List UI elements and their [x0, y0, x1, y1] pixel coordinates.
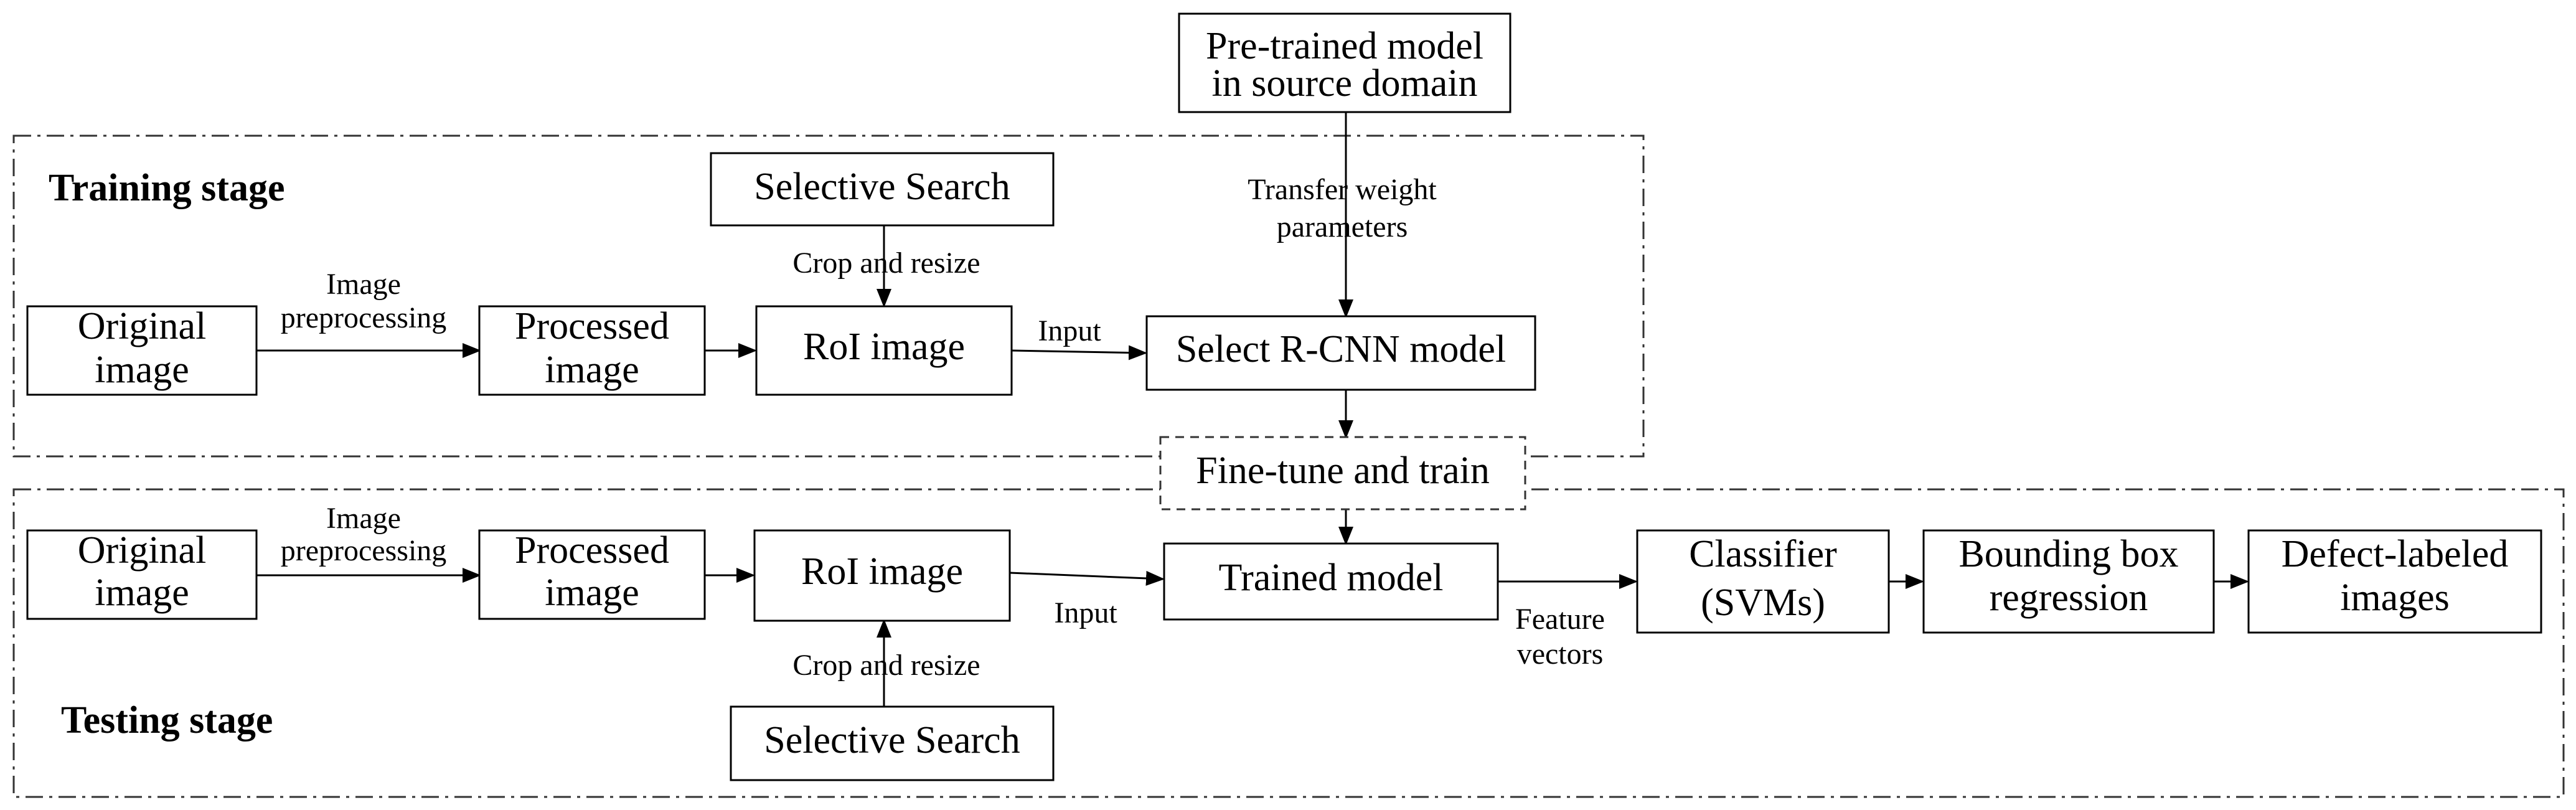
finetune-text: Fine-tune and train: [1196, 450, 1490, 492]
train-original-line2: image: [95, 349, 189, 391]
test-input-arrow: [1009, 570, 1165, 586]
train-roi-text: RoI image: [803, 326, 965, 368]
train-input-label: Input: [1038, 314, 1101, 347]
pretrained-model-node: Pre-trained model in source domain: [1178, 12, 1511, 113]
transfer-label-2: parameters: [1277, 210, 1408, 243]
bbox-regression-node: Bounding box regression: [1922, 529, 2215, 634]
feature-label-2: vectors: [1517, 638, 1604, 671]
defect-labeled-node: Defect-labeled images: [2247, 529, 2542, 634]
train-original-line1: Original: [78, 305, 207, 347]
train-original-image-node: Original image: [26, 305, 258, 396]
test-roi-text: RoI image: [801, 550, 963, 593]
trained-model-node: Trained model: [1163, 542, 1499, 621]
bbox-line1: Bounding box: [1958, 533, 2178, 575]
pretrained-line2: in source domain: [1211, 62, 1477, 105]
train-processed-image-node: Processed image: [478, 305, 706, 396]
pretrained-line1: Pre-trained model: [1206, 25, 1483, 67]
bbox-line2: regression: [1990, 577, 2148, 619]
train-processed-line1: Processed: [515, 305, 669, 347]
test-input-label: Input: [1054, 596, 1117, 629]
test-processed-line1: Processed: [515, 529, 669, 572]
test-selective-search-text: Selective Search: [764, 719, 1020, 761]
classifier-line1: Classifier: [1689, 533, 1837, 575]
train-roi-image-node: RoI image: [755, 305, 1013, 396]
training-stage-frame: [12, 134, 1645, 458]
train-preproc-label-2: preprocessing: [281, 301, 447, 334]
train-preproc-label-1: Image: [326, 268, 401, 301]
defect-line1: Defect-labeled: [2282, 533, 2509, 575]
test-preproc-label-1: Image: [326, 502, 401, 535]
test-selective-search-node: Selective Search: [730, 705, 1055, 781]
select-rcnn-text: Select R-CNN model: [1176, 328, 1506, 370]
test-original-line2: image: [95, 572, 189, 614]
transfer-label-1: Transfer weight: [1248, 173, 1437, 206]
test-processed-image-node: Processed image: [478, 529, 706, 620]
finetune-node: Fine-tune and train: [1159, 436, 1526, 511]
test-crop-label: Crop and resize: [792, 649, 980, 682]
train-crop-label: Crop and resize: [792, 247, 980, 280]
select-rcnn-node: Select R-CNN model: [1145, 315, 1536, 391]
train-selective-search-text: Selective Search: [754, 166, 1010, 208]
train-processed-line2: image: [545, 349, 639, 391]
train-selective-search-node: Selective Search: [710, 152, 1055, 227]
testing-stage-label: Testing stage: [61, 699, 273, 742]
test-original-line1: Original: [78, 529, 207, 572]
classifier-line2: (SVMs): [1701, 582, 1825, 624]
testing-stage-frame: [12, 488, 2565, 798]
test-processed-line2: image: [545, 572, 639, 614]
training-stage-label: Training stage: [49, 167, 284, 209]
defect-line2: images: [2340, 577, 2450, 619]
feature-label-1: Feature: [1515, 603, 1605, 636]
trained-model-text: Trained model: [1218, 557, 1443, 599]
test-original-image-node: Original image: [26, 529, 258, 620]
train-input-arrow: [1011, 345, 1147, 360]
test-roi-image-node: RoI image: [753, 529, 1011, 622]
classifier-node: Classifier (SVMs): [1636, 529, 1890, 634]
test-preproc-label-2: preprocessing: [281, 534, 447, 567]
